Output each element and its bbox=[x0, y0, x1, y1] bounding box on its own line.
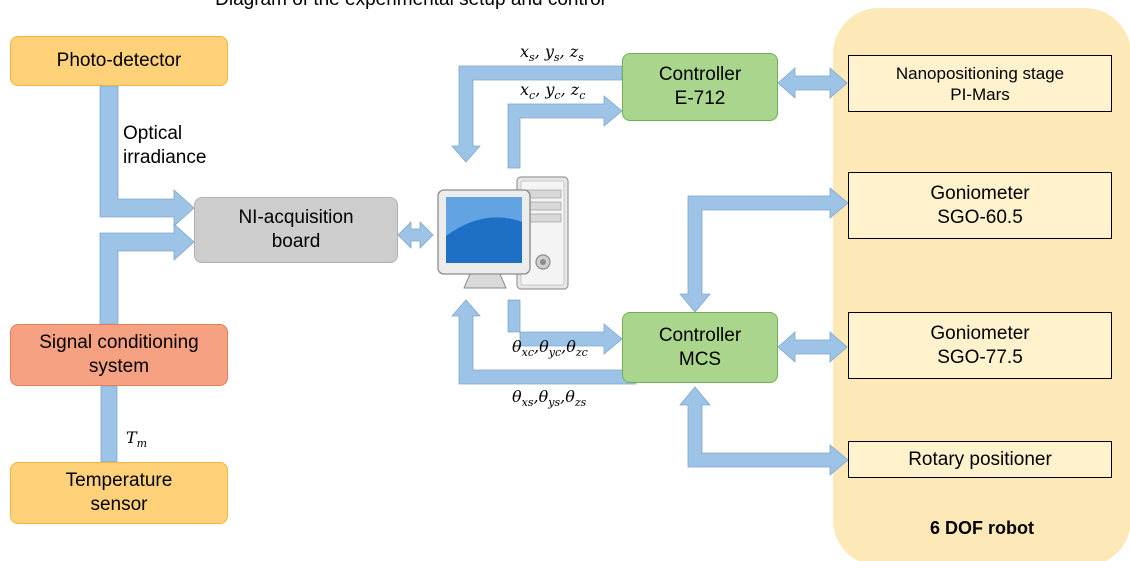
robot-panel bbox=[833, 8, 1130, 561]
arrow-computer-to-e712 bbox=[507, 95, 623, 169]
xyz-c-label: xc, yc, zc bbox=[520, 80, 586, 103]
computer-icon bbox=[437, 176, 569, 290]
tm-base: T bbox=[126, 428, 137, 447]
arrow-conditioning-to-board bbox=[99, 223, 195, 325]
controller-mcs-box: Controller MCS bbox=[622, 312, 778, 383]
nanopositioning-stage-box: Nanopositioning stage PI-Mars bbox=[848, 55, 1112, 112]
ni-acquisition-board-box: NI-acquisition board bbox=[194, 197, 398, 263]
arrow-mcs-rotary bbox=[679, 386, 849, 476]
arrow-photodetector-to-board bbox=[99, 85, 195, 227]
line-sensor-to-conditioning bbox=[100, 385, 118, 463]
signal-conditioning-box: Signal conditioning system bbox=[10, 324, 228, 386]
rotary-positioner-box: Rotary positioner bbox=[848, 441, 1112, 478]
goniometer-sgo-77-box: Goniometer SGO-77.5 bbox=[848, 312, 1112, 379]
arrow-board-computer bbox=[397, 221, 434, 249]
robot-label: 6 DOF robot bbox=[930, 518, 1034, 538]
arrow-mcs-goniometer2 bbox=[777, 331, 848, 363]
arrow-e712-to-computer bbox=[451, 65, 623, 163]
controller-e712-box: Controller E-712 bbox=[622, 53, 778, 121]
goniometer-sgo-60-box: Goniometer SGO-60.5 bbox=[848, 172, 1112, 239]
temperature-sensor-box: Temperature sensor bbox=[10, 462, 228, 524]
theta-c-label: θxc,θyc,θzc bbox=[512, 337, 588, 360]
xyz-s-label: xs, ys, zs bbox=[520, 42, 584, 65]
theta-s-label: θxs,θys,θzs bbox=[512, 387, 587, 410]
arrow-mcs-to-computer bbox=[451, 299, 637, 385]
photo-detector-box: Photo-detector bbox=[10, 36, 228, 86]
arrow-computer-to-mcs bbox=[507, 299, 623, 355]
figure-caption: Diagram of the experimental setup and co… bbox=[0, 0, 820, 11]
arrow-mcs-goniometer1 bbox=[679, 187, 849, 313]
optical-irradiance-label: Optical irradiance bbox=[123, 123, 207, 168]
tm-label: Tm bbox=[126, 428, 147, 450]
arrow-e712-stage bbox=[777, 67, 848, 99]
tm-sub: m bbox=[136, 437, 148, 451]
